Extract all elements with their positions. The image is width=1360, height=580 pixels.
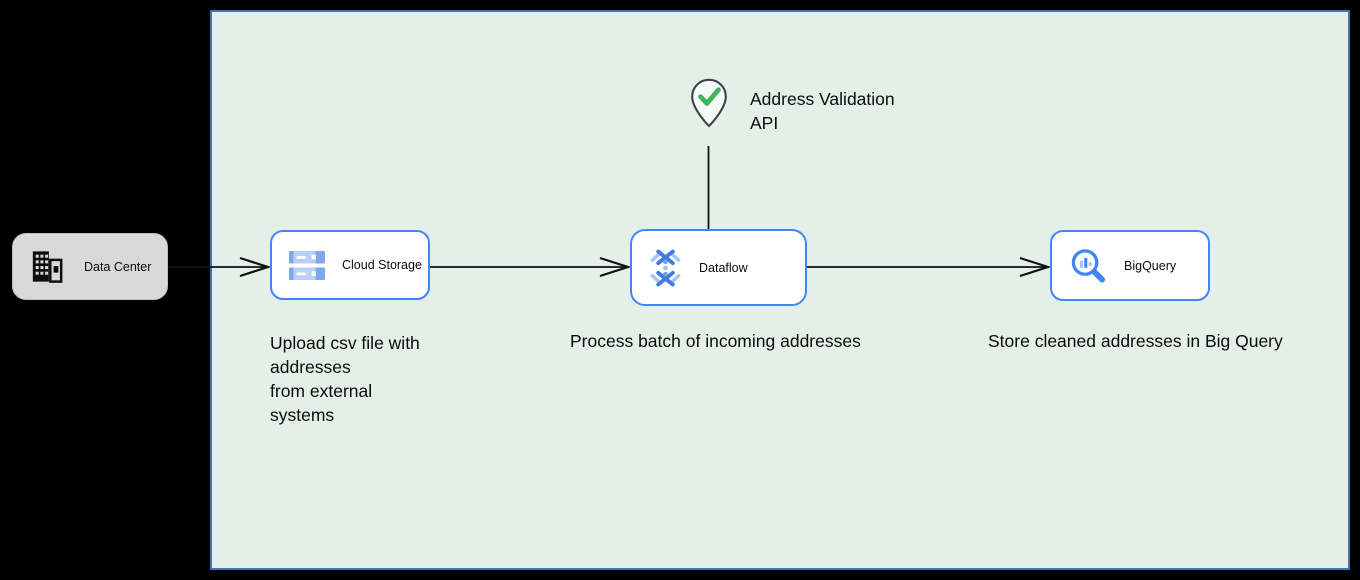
dataflow-icon [649, 248, 682, 288]
caption-dataflow: Process batch of incoming addresses [570, 331, 861, 351]
node-bigquery[interactable]: BigQuery [1050, 230, 1210, 301]
building-icon [30, 250, 64, 283]
node-label: BigQuery [1124, 258, 1177, 273]
cloud-storage-icon [289, 249, 325, 282]
node-dataflow[interactable]: Dataflow [630, 229, 807, 306]
node-cloud-storage[interactable]: Cloud Storage [270, 230, 430, 300]
address-validation-api-label: Address Validation API [750, 89, 895, 133]
bigquery-search-icon [1069, 247, 1107, 284]
caption-bigquery: Store cleaned addresses in Big Query [988, 331, 1283, 351]
node-data-center[interactable]: Data Center [12, 233, 168, 300]
caption-cloud-storage: Upload csv file with addresses from exte… [270, 333, 420, 425]
map-pin-check-icon [688, 76, 730, 132]
node-label: Cloud Storage [342, 258, 422, 272]
node-label: Data Center [84, 259, 152, 274]
node-label: Dataflow [699, 260, 748, 275]
